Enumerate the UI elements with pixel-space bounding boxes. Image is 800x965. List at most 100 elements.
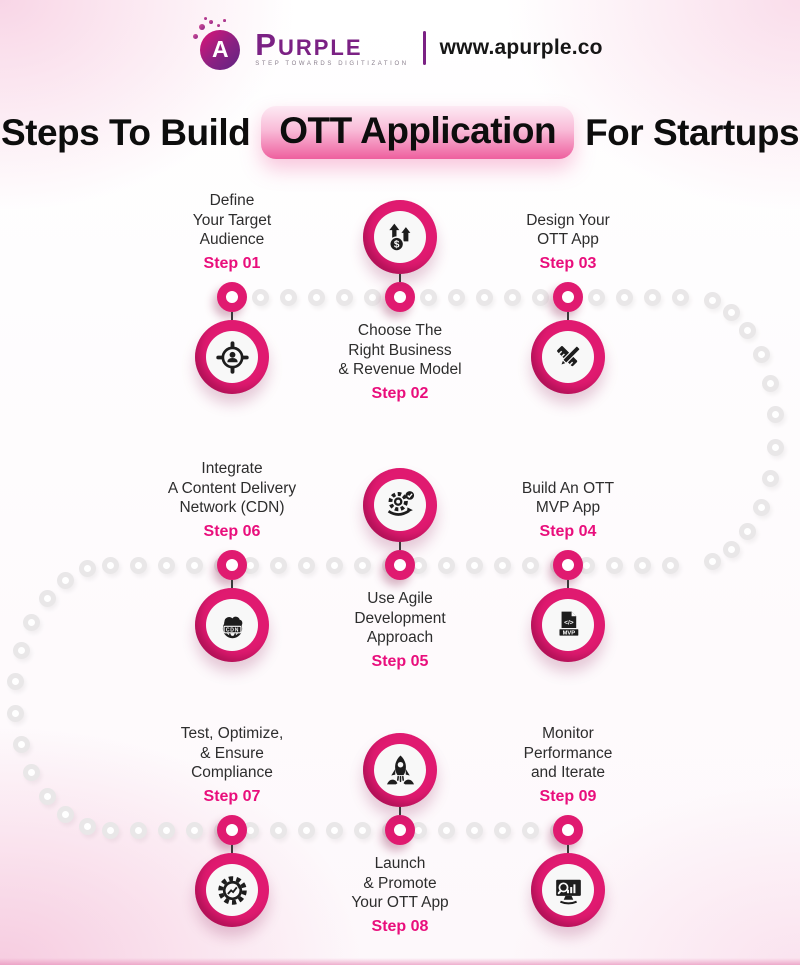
step-04: Build An OTT MVP App Step 04 </> MVP [473,480,663,662]
trail-dot [251,288,269,306]
trail-dot [325,821,343,839]
trail-dot [762,470,780,488]
step-04-text: Build An OTT MVP App Step 04 [473,479,663,550]
connector-stem [231,580,233,588]
step-number-label: Step 03 [539,255,597,272]
trail-dot [475,288,493,306]
step-05-icon [305,468,495,550]
trail-dot [335,288,353,306]
trail-dot [605,556,623,574]
step-02: $ Choose The Right Business & Revenue Mo… [305,200,495,403]
step-number-label: Step 05 [371,652,429,670]
step-title: Integrate A Content Delivery Network (CD… [167,460,297,517]
step-08: Launch & Promote Your OTT App Step 08 [305,733,495,936]
icon-holder [542,864,594,916]
agile-sprint-icon [387,490,414,516]
connector-stem [399,807,401,815]
svg-text:MVP: MVP [562,630,575,636]
connector-stem [399,274,401,282]
step-number-label: Step 06 [203,523,261,540]
step-icon-circle [363,733,437,807]
step-07: Test, Optimize, & Ensure Compliance Step… [137,725,327,927]
trail-dot [766,406,784,424]
logo-dot [199,24,206,30]
icon-holder: CDN [206,599,258,651]
optimize-gear-icon [217,875,247,905]
step-title: Launch & Promote Your OTT App [351,855,449,912]
step-02-icon: $ [305,200,495,282]
trail-dot [12,642,30,659]
trail-dot [38,788,56,806]
trail-dot [12,735,30,753]
connector-stem [567,312,569,320]
trail-dot [78,560,96,578]
logo-dot [209,20,214,24]
trail-dot [101,821,119,839]
trail-dot [722,303,740,321]
brand-tagline: Step Towards Digitization [255,60,409,67]
trail-dot [7,704,25,722]
icon-holder [206,331,258,383]
logo-circle: A [200,30,241,70]
monitor-analytics-icon [555,879,581,904]
page-title: Steps To Build OTT Application For Start… [0,106,800,159]
trail-dot [419,288,437,306]
trail-dot [722,541,740,559]
trail-dot [7,673,25,691]
step-number-label: Step 02 [371,384,429,402]
trail-dot [766,438,784,456]
trail-dot [269,556,287,574]
cdn-globe-icon: CDN [222,616,242,638]
icon-holder [542,331,594,383]
logo-divider [422,31,426,65]
header: A Purple Step Towards Digitization www.a… [0,17,800,70]
title-suffix: For Startups [585,111,800,153]
trail-dot [739,522,757,540]
step-number-label: Step 09 [539,788,597,805]
trail-dot [279,288,297,306]
connector-node [385,815,415,845]
trail-dot [521,556,539,574]
step-08-text: Launch & Promote Your OTT App Step 08 [351,854,448,936]
connector-node [385,550,415,580]
step-06-text: Integrate A Content Delivery Network (CD… [137,459,327,550]
connector-stem [231,845,233,853]
connector-node [553,282,583,312]
trail-dot [671,288,689,306]
step-number-label: Step 08 [371,917,429,935]
trail-dot [587,288,605,306]
step-title: Build An OTT MVP App [521,479,615,517]
trail-dot [493,556,511,574]
trail-dot [157,821,175,839]
trail-dot [363,288,381,306]
trail-dot [353,821,371,839]
step-03-text: Design Your OTT App Step 03 [473,211,663,282]
connector-stem [399,542,401,550]
step-title: Use Agile Development Approach [354,590,446,647]
icon-holder: $ [374,211,426,263]
step-icon-circle [363,468,437,542]
step-icon-circle: CDN [195,588,269,662]
connector-stem [231,312,233,320]
trail-dot [762,374,780,392]
rocket-launch-icon [386,754,414,784]
mvp-document-icon: </> MVP [557,611,580,637]
step-icon-circle: $ [363,200,437,274]
svg-text:CDN: CDN [225,627,238,633]
trail-dot [531,288,549,306]
trail-dot [633,556,651,574]
trail-dot [752,498,770,516]
step-01-text: Define Your Target Audience Step 01 [137,191,327,282]
trail-dot [615,288,633,306]
connector-node [217,550,247,580]
trail-dot [157,556,175,574]
trail-dot [521,821,539,839]
step-09: Monitor Performance and Iterate Step 09 [473,725,663,927]
step-03: Design Your OTT App Step 03 [473,212,663,394]
title-prefix: Steps To Build [0,111,251,153]
icon-holder: </> MVP [542,599,594,651]
step-06: Integrate A Content Delivery Network (CD… [137,460,327,662]
logo-dot [193,34,199,39]
icon-holder [374,744,426,796]
connector-node [553,815,583,845]
